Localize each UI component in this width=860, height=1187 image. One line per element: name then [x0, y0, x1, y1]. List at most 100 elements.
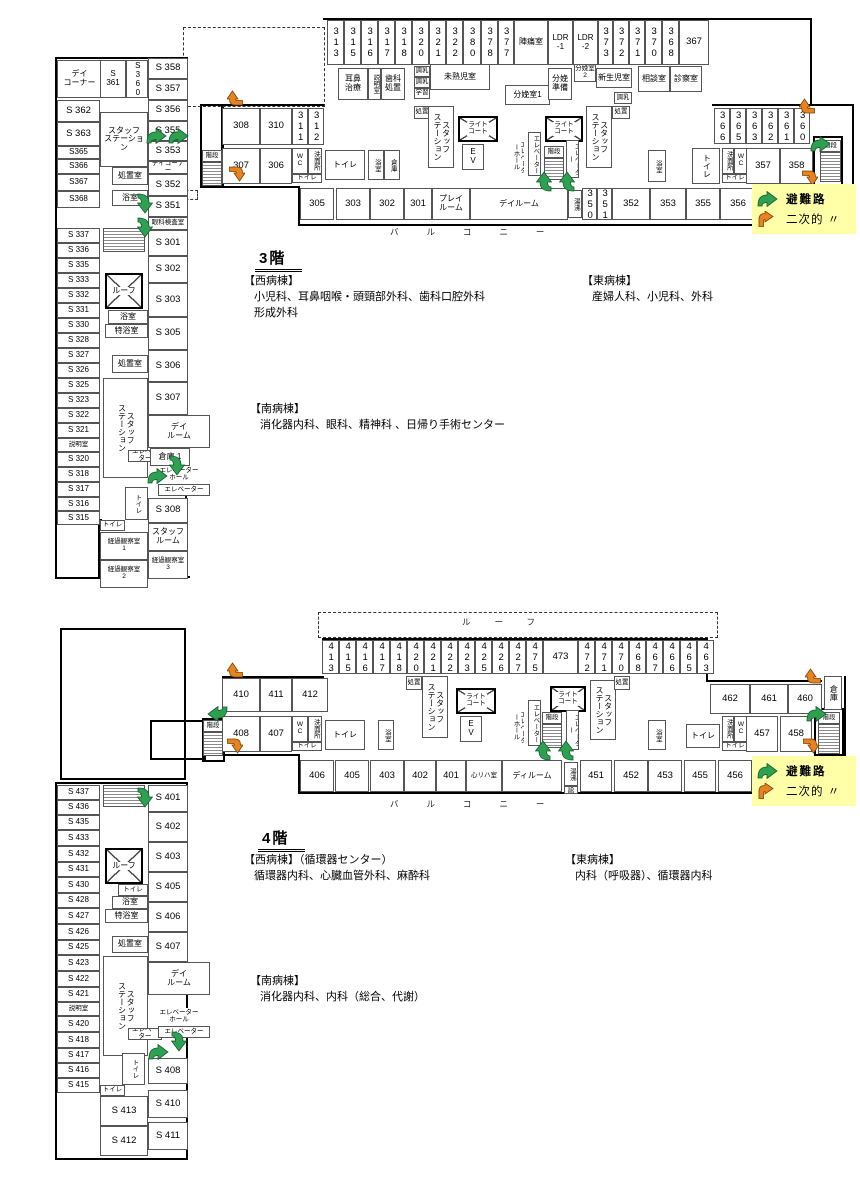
secondary-route-arrow-icon [227, 85, 243, 107]
room-label: エレベーター [132, 450, 158, 462]
room-421: 421 [424, 640, 441, 674]
room-s-358: S 358 [148, 58, 188, 79]
room-371: 371 [629, 20, 645, 65]
room-調乳: 調乳 [414, 77, 430, 88]
room-処置: 処置 [614, 676, 630, 690]
room-label: 405 [344, 769, 360, 781]
room-label: 425 [478, 640, 490, 674]
room-ライト: ライト コート [545, 116, 583, 142]
room-380: 380 [463, 20, 481, 65]
room-303: 303 [336, 188, 370, 220]
legend-row: 避難路 [757, 190, 851, 207]
room-s-323: S 323 [57, 393, 100, 408]
ward-name: 【南病棟】 [250, 975, 305, 987]
room-472: 472 [578, 640, 595, 674]
room-label: S 428 [68, 895, 89, 905]
room-label: 診察室 [674, 73, 698, 83]
room-label: E V [470, 147, 476, 165]
room-倉庫: 倉庫 [384, 150, 400, 180]
secondary-route-arrow-icon [227, 657, 243, 679]
room-label: 階段 [205, 151, 219, 159]
stairs-hatch [203, 732, 223, 756]
room-label: 説明室 [371, 74, 379, 94]
room-s-303: S 303 [148, 283, 188, 317]
room-デイルーム: デイルーム [470, 188, 568, 220]
room-浴室: 浴室 [112, 896, 148, 909]
room-465: 465 [680, 640, 697, 674]
room-s-427: S 427 [57, 908, 100, 924]
stairs-hatch [544, 158, 564, 180]
room-403: 403 [370, 760, 404, 792]
room-label: 451 [588, 769, 604, 781]
roof-dashed-outline [318, 612, 718, 638]
room-label: S 425 [68, 942, 89, 952]
room-label: S 417 [68, 1050, 89, 1060]
room-スタッフ: スタッフ ステーション [103, 378, 148, 478]
room-362: 362 [762, 108, 778, 144]
room-label: 調乳 [415, 78, 429, 86]
room-475: 475 [526, 640, 543, 674]
room-label: 説明室 [68, 1004, 89, 1012]
room-350: 350 [582, 188, 597, 220]
room-label: S 362 [66, 104, 91, 116]
room-s-422: S 422 [57, 971, 100, 987]
room-label: S 302 [155, 263, 181, 275]
room-label: S 328 [68, 335, 89, 345]
room-処置室: 処置室 [112, 355, 148, 373]
room-label: LDR -2 [577, 32, 594, 51]
room-label: スタッフ ステーション [427, 683, 445, 731]
room-s368: S368 [57, 191, 100, 208]
room-label: 調乳 [415, 67, 429, 75]
room-318: 318 [395, 20, 412, 65]
room-402: 402 [404, 760, 436, 792]
secondary-route-arrow-icon [802, 169, 818, 191]
room-陣痛室: 陣痛室 [514, 20, 548, 65]
room-label: 350 [584, 188, 596, 220]
stairs-hatch [542, 724, 562, 748]
room-s-406: S 406 [148, 902, 188, 932]
room-s-316: S 316 [57, 497, 100, 511]
room-s-302: S 302 [148, 256, 188, 283]
room-処置: 処置 [612, 106, 630, 119]
ward-info-block: 【南病棟】消化器内科、眼科、精神科 、日帰り手術センター [250, 402, 505, 434]
room-label: トイレ [297, 742, 317, 750]
room-w: W C [292, 716, 308, 742]
stairs-hatch [202, 162, 222, 186]
room-s-435: S 435 [57, 815, 100, 830]
room-label: 412 [302, 688, 318, 700]
room-357: 357 [746, 148, 780, 184]
wall-segment [322, 638, 708, 640]
room-label: 415 [342, 640, 354, 674]
room-s-415: S 415 [57, 1078, 100, 1093]
room-浴室: 浴室 [378, 720, 394, 750]
room-321: 321 [429, 20, 446, 65]
room-label: 浴室 [122, 897, 138, 907]
room-label: エレベーター [531, 703, 539, 743]
room-label: 315 [347, 26, 359, 59]
room-label: 468 [632, 640, 644, 674]
building-outline [200, 104, 223, 188]
room-エレベーター: エレベーター [528, 132, 541, 176]
room-スタッフ: スタッフ ステーショ ン [100, 112, 148, 167]
room-s-335: S 335 [57, 258, 100, 273]
room-調乳: 調乳 [414, 66, 430, 77]
room-label: S 351 [155, 200, 181, 212]
room-label: 322 [449, 26, 461, 59]
ward-info-block: 【西病棟】小児科、耳鼻咽喉・頭頸部外科、歯科口腔外科形成外科 [244, 274, 485, 322]
room-label: トイレ [333, 729, 357, 739]
escape-route-arrow-icon [806, 706, 828, 722]
room-耳鼻: 耳鼻 治療 [338, 68, 368, 100]
room-label: 説明室 [68, 440, 89, 448]
room-label: スタッフ ステーション [117, 982, 136, 1030]
room-label: S 436 [68, 802, 89, 812]
room-label: 洗面所 [312, 151, 320, 171]
room-427: 427 [509, 640, 526, 674]
room-label: 洗面所 [725, 151, 733, 171]
room-label: 分娩室 2 [575, 65, 595, 79]
room-処置室: 処置室 [112, 167, 148, 185]
room-417: 417 [373, 640, 390, 674]
room-418: 418 [390, 640, 407, 674]
room-312: 312 [308, 108, 324, 145]
room-経過観察室: 経過観察室 2 [100, 560, 148, 588]
room-label: S 315 [68, 512, 89, 522]
